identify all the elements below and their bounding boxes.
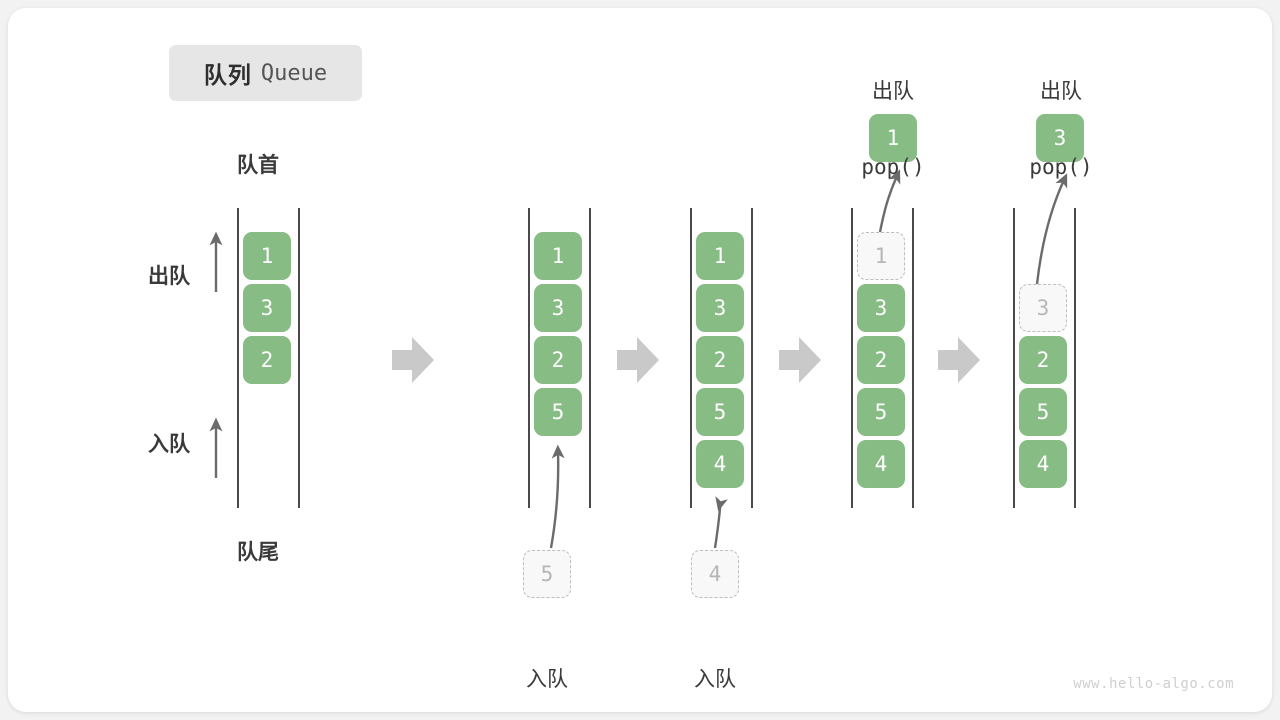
- queue-cell: 1: [534, 232, 582, 280]
- queue-cell: 3: [857, 284, 905, 332]
- queue-cell: 4: [1019, 440, 1067, 488]
- label-push-direction: 入队: [148, 433, 190, 456]
- label-queue-head: 队首: [237, 154, 279, 177]
- rail-left-col2: [528, 208, 530, 508]
- rail-left-col3: [690, 208, 692, 508]
- queue-cell: 2: [243, 336, 291, 384]
- incoming-ghost-cell: 5: [523, 550, 571, 598]
- queue-cell-new: 4: [696, 440, 744, 488]
- caption-push-5: 入队 push(5): [457, 620, 637, 720]
- rail-left-col1: [237, 208, 239, 508]
- caption-push-4: 入队 push(4): [625, 620, 805, 720]
- label-queue-tail: 队尾: [237, 541, 279, 564]
- queue-cell: 3: [534, 284, 582, 332]
- queue-cell: 5: [1019, 388, 1067, 436]
- popped-ghost-cell: 3: [1019, 284, 1067, 332]
- queue-cell: 3: [243, 284, 291, 332]
- queue-cell: 1: [696, 232, 744, 280]
- outgoing-cell: 3: [1036, 114, 1084, 162]
- rail-left-col4: [851, 208, 853, 508]
- rail-right-col3: [751, 208, 753, 508]
- title-chinese: 队列: [203, 62, 252, 88]
- incoming-ghost-cell: 4: [691, 550, 739, 598]
- watermark: www.hello-algo.com: [1073, 676, 1234, 692]
- popped-ghost-cell: 1: [857, 232, 905, 280]
- label-pop-direction: 出队: [148, 265, 190, 288]
- rail-right-col4: [912, 208, 914, 508]
- caption-pop-3: 出队 pop(): [973, 32, 1149, 228]
- queue-cell: 5: [857, 388, 905, 436]
- title-english: Queue: [260, 60, 328, 86]
- queue-cell: 5: [696, 388, 744, 436]
- rail-right-col5: [1074, 208, 1076, 508]
- caption-pop-1: 出队 pop(): [805, 32, 981, 228]
- queue-cell: 3: [696, 284, 744, 332]
- caption-line1: 入队: [694, 668, 736, 692]
- queue-cell: 4: [857, 440, 905, 488]
- rail-right-col2: [589, 208, 591, 508]
- queue-cell: 2: [857, 336, 905, 384]
- caption-line1: 出队: [872, 80, 914, 104]
- rail-left-col5: [1013, 208, 1015, 508]
- queue-cell: 2: [1019, 336, 1067, 384]
- queue-cell-new: 5: [534, 388, 582, 436]
- caption-line2: pop(): [1029, 154, 1093, 179]
- queue-cell: 2: [696, 336, 744, 384]
- caption-line2: pop(): [861, 154, 925, 179]
- outgoing-cell: 1: [869, 114, 917, 162]
- queue-cell: 2: [534, 336, 582, 384]
- caption-line1: 出队: [1040, 80, 1082, 104]
- rail-right-col1: [298, 208, 300, 508]
- queue-cell: 1: [243, 232, 291, 280]
- title-badge: 队列 Queue: [169, 45, 362, 101]
- caption-line1: 入队: [526, 668, 568, 692]
